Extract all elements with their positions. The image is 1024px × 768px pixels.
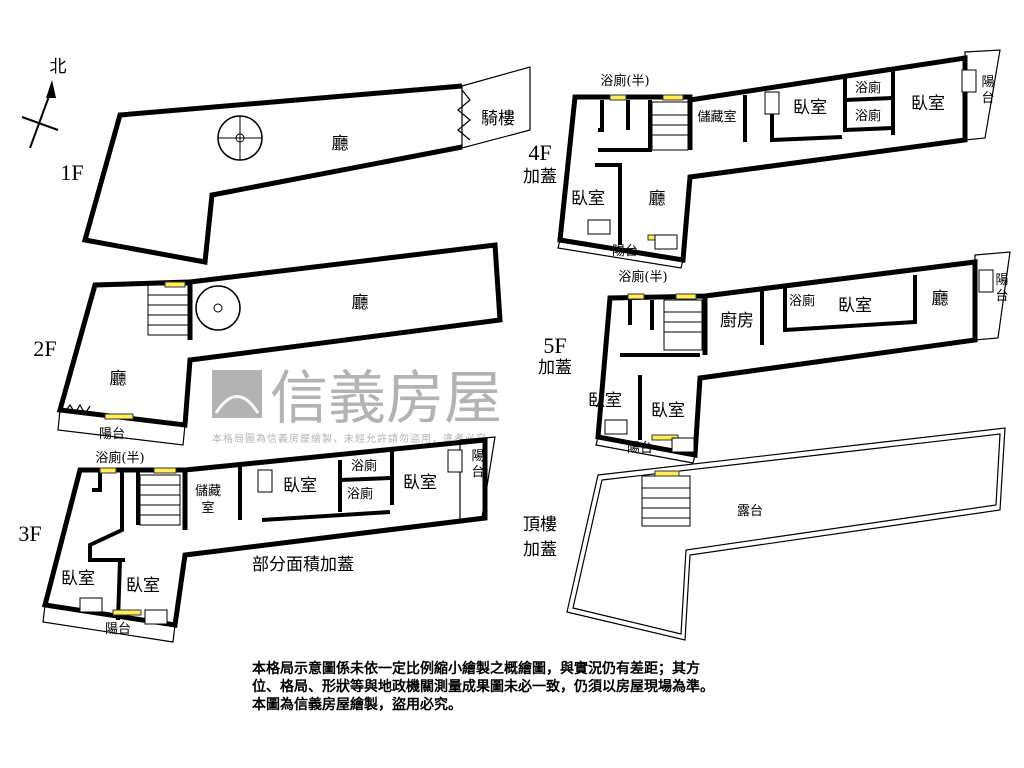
room-label: 浴廁 xyxy=(351,458,377,474)
room-label: 廚房 xyxy=(720,310,754,331)
room-label: 廳 xyxy=(649,189,666,209)
room-label: 浴廁(半) xyxy=(95,450,144,466)
floor-label: 1F xyxy=(60,160,83,185)
floor-label: 3F xyxy=(18,521,41,546)
room-label: 臥室 xyxy=(571,189,605,209)
floor-1f: 廳 騎樓 1F xyxy=(60,66,531,265)
spiral-stair-icon xyxy=(195,285,241,331)
room-label: 陽台 xyxy=(612,244,638,259)
room-label: 陽 xyxy=(471,449,484,464)
room-label: 廳 xyxy=(932,289,949,309)
floor-label: 2F xyxy=(33,336,56,361)
room-label: 浴廁 xyxy=(347,486,373,502)
room-label: 儲藏 xyxy=(195,484,221,499)
room-label: 臥室 xyxy=(61,569,95,589)
annotation-label: 部分面積加蓋 xyxy=(252,555,354,575)
disclaimer-line: 本格局示意圖係未依一定比例縮小繪製之概繪圖，與實況仍有差距；其方 xyxy=(252,661,700,677)
floor-3f: 浴廁(半) 儲藏 室 臥室 浴廁 浴廁 臥室 陽 台 部分面積加蓋 臥室 臥室 … xyxy=(18,436,496,643)
brand-logo-icon xyxy=(212,370,262,418)
room-label: 臥室 xyxy=(283,476,317,496)
room-label: 臥室 xyxy=(403,473,437,493)
room-label: 台 xyxy=(981,91,994,106)
room-label: 浴廁(半) xyxy=(618,269,667,285)
room-label: 廳 xyxy=(332,134,349,154)
disclaimer-line: 本圖為信義房屋繪製，盜用必究。 xyxy=(252,697,462,713)
room-label: 台 xyxy=(995,289,1008,304)
room-label: 台 xyxy=(471,465,484,480)
room-label: 臥室 xyxy=(651,401,685,421)
room-label: 臥室 xyxy=(126,576,160,596)
floor-label: 5F xyxy=(543,333,566,358)
room-label: 騎樓 xyxy=(481,109,515,129)
room-label: 臥室 xyxy=(588,391,622,411)
floor-2f: 廳 廳 陽台 2F xyxy=(33,242,503,446)
floor-sublabel: 加蓋 xyxy=(523,540,557,560)
watermark-brand: 信義房屋 xyxy=(270,364,502,432)
room-label: 陽台 xyxy=(99,427,125,442)
room-label: 陽台 xyxy=(627,441,653,456)
floor-4f: 浴廁(半) 儲藏室 臥室 浴廁 浴廁 臥室 陽 台 臥室 廳 陽台 4F 加蓋 xyxy=(523,49,1001,269)
floor-sublabel: 加蓋 xyxy=(538,358,572,378)
north-label: 北 xyxy=(50,57,67,77)
room-label: 浴廁 xyxy=(855,80,881,96)
room-label: 浴廁 xyxy=(855,108,881,124)
floor-5f: 浴廁(半) 廚房 浴廁 臥室 廳 陽 台 臥室 臥室 陽台 5F 加蓋 xyxy=(538,251,1011,464)
room-label: 室 xyxy=(201,500,214,516)
floor-sublabel: 加蓋 xyxy=(523,167,557,187)
floor-roof: 露台 頂樓 加蓋 xyxy=(523,427,1006,641)
floor-label: 頂樓 xyxy=(523,515,557,535)
floor-label: 4F xyxy=(528,140,551,165)
room-label: 臥室 xyxy=(911,94,945,114)
room-label: 廳 xyxy=(110,369,127,389)
room-label: 露台 xyxy=(737,504,763,519)
room-label: 浴廁 xyxy=(789,293,815,309)
room-label: 儲藏室 xyxy=(697,109,736,125)
room-label: 陽 xyxy=(981,75,994,90)
room-label: 臥室 xyxy=(838,296,872,316)
north-arrow-icon: 北 xyxy=(21,57,67,149)
watermark-notice: 本格局圖為信義房屋繪製，未經允許請勿盜用，違者必究 xyxy=(212,432,487,445)
room-label: 臥室 xyxy=(793,98,827,118)
watermark: 信義房屋 本格局圖為信義房屋繪製，未經允許請勿盜用，違者必究 xyxy=(212,364,502,445)
room-label: 陽台 xyxy=(105,622,131,637)
room-label: 陽 xyxy=(995,273,1008,288)
room-label: 浴廁(半) xyxy=(600,73,649,89)
disclaimer-line: 位、格局、形狀等與地政機關測量成果圖未必一致，仍須以房屋現場為準。 xyxy=(252,679,714,695)
room-label: 廳 xyxy=(352,293,369,313)
disclaimer-note: 本格局示意圖係未依一定比例縮小繪製之概繪圖，與實況仍有差距；其方 位、格局、形狀… xyxy=(252,660,792,714)
